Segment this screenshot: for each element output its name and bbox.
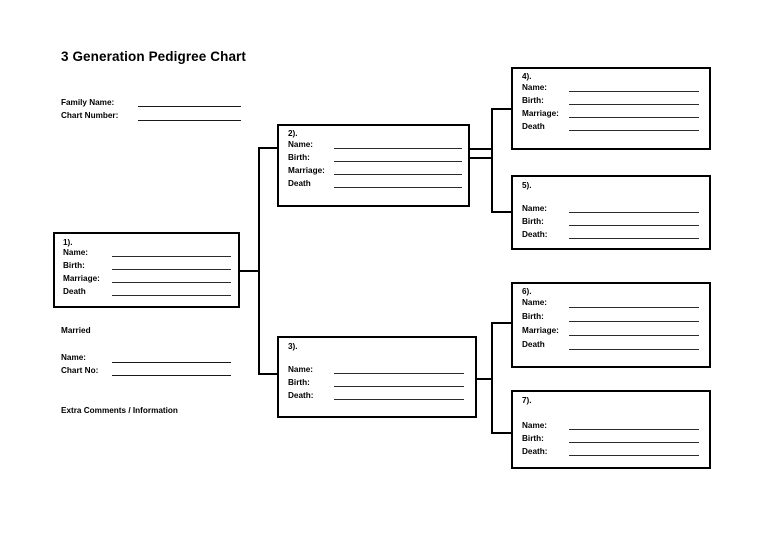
- person-box-6-number: 6).: [522, 287, 532, 296]
- header-field-chart-number-label: Chart Number:: [61, 111, 119, 120]
- person-box-6-input-death[interactable]: [569, 349, 699, 350]
- person-box-5-input-death[interactable]: [569, 238, 699, 239]
- person-box-4-input-marriage[interactable]: [569, 117, 699, 118]
- person-box-7-label-name: Name:: [522, 421, 548, 430]
- person-box-3-label-name: Name:: [288, 365, 314, 374]
- person-box-3-label-birth: Birth:: [288, 378, 310, 387]
- spouse-field-name-input[interactable]: [112, 362, 231, 363]
- spouse-field-chart-no-input[interactable]: [112, 375, 231, 376]
- person-box-1-label-marriage: Marriage:: [63, 274, 100, 283]
- person-box-6-label-name: Name:: [522, 298, 548, 307]
- connector-from-box-3: [477, 378, 493, 380]
- person-box-4-input-death[interactable]: [569, 130, 699, 131]
- person-box-7-label-death: Death:: [522, 447, 548, 456]
- person-box-6-input-birth[interactable]: [569, 321, 699, 322]
- person-box-7-input-birth[interactable]: [569, 442, 699, 443]
- person-box-1-label-death: Death: [63, 287, 86, 296]
- person-box-2-label-death: Death: [288, 179, 311, 188]
- connector-from-box-2-upper: [470, 148, 492, 150]
- person-box-5-input-birth[interactable]: [569, 225, 699, 226]
- person-box-6[interactable]: 6). Name: Birth: Marriage: Death: [511, 282, 711, 368]
- person-box-6-input-name[interactable]: [569, 307, 699, 308]
- person-box-3-label-death: Death:: [288, 391, 314, 400]
- person-box-2-label-name: Name:: [288, 140, 314, 149]
- person-box-1-input-name[interactable]: [112, 256, 231, 257]
- person-box-6-input-marriage[interactable]: [569, 335, 699, 336]
- person-box-3-number: 3).: [288, 342, 298, 351]
- connector-spine-gen2: [258, 147, 260, 374]
- person-box-6-label-birth: Birth:: [522, 312, 544, 321]
- person-box-1[interactable]: 1). Name: Birth: Marriage: Death: [53, 232, 240, 308]
- person-box-7[interactable]: 7). Name: Birth: Death:: [511, 390, 711, 469]
- person-box-7-input-name[interactable]: [569, 429, 699, 430]
- person-box-2-input-birth[interactable]: [334, 161, 462, 162]
- person-box-3-input-name[interactable]: [334, 373, 464, 374]
- person-box-4-input-birth[interactable]: [569, 104, 699, 105]
- person-box-4-label-death: Death: [522, 122, 545, 131]
- header-field-chart-number-input[interactable]: [138, 120, 241, 121]
- person-box-2-label-birth: Birth:: [288, 153, 310, 162]
- connector-spine-box3: [491, 322, 493, 433]
- person-box-1-label-birth: Birth:: [63, 261, 85, 270]
- connector-to-box-7: [491, 432, 512, 434]
- person-box-5-input-name[interactable]: [569, 212, 699, 213]
- extra-comments-label: Extra Comments / Information: [61, 406, 178, 415]
- spouse-field-name-label: Name:: [61, 353, 87, 362]
- person-box-5-label-name: Name:: [522, 204, 548, 213]
- header-field-family-name-input[interactable]: [138, 106, 241, 107]
- spouse-field-chart-no-label: Chart No:: [61, 366, 99, 375]
- connector-spine-box2: [491, 108, 493, 212]
- header-field-family-name-label: Family Name:: [61, 98, 115, 107]
- connector-from-box-2-lower: [470, 157, 492, 159]
- connector-to-box-5: [491, 211, 512, 213]
- person-box-2-number: 2).: [288, 129, 298, 138]
- person-box-3[interactable]: 3). Name: Birth: Death:: [277, 336, 477, 418]
- person-box-1-label-name: Name:: [63, 248, 89, 257]
- person-box-4-input-name[interactable]: [569, 91, 699, 92]
- person-box-2-input-name[interactable]: [334, 148, 462, 149]
- person-box-2-label-marriage: Marriage:: [288, 166, 325, 175]
- person-box-6-label-death: Death: [522, 340, 545, 349]
- person-box-2-input-death[interactable]: [334, 187, 462, 188]
- person-box-4[interactable]: 4). Name: Birth: Marriage: Death: [511, 67, 711, 150]
- person-box-2-input-marriage[interactable]: [334, 174, 462, 175]
- person-box-3-input-birth[interactable]: [334, 386, 464, 387]
- person-box-2[interactable]: 2). Name: Birth: Marriage: Death: [277, 124, 470, 207]
- person-box-1-input-birth[interactable]: [112, 269, 231, 270]
- person-box-7-label-birth: Birth:: [522, 434, 544, 443]
- person-box-7-input-death[interactable]: [569, 455, 699, 456]
- person-box-5-label-death: Death:: [522, 230, 548, 239]
- person-box-5-label-birth: Birth:: [522, 217, 544, 226]
- person-box-4-number: 4).: [522, 72, 532, 81]
- connector-to-box-6: [491, 322, 512, 324]
- person-box-4-label-marriage: Marriage:: [522, 109, 559, 118]
- connector-to-box-4: [491, 108, 512, 110]
- person-box-5-number: 5).: [522, 181, 532, 190]
- connector-to-box-2: [258, 147, 278, 149]
- person-box-4-label-birth: Birth:: [522, 96, 544, 105]
- person-box-5[interactable]: 5). Name: Birth: Death:: [511, 175, 711, 250]
- person-box-1-number: 1).: [63, 238, 73, 247]
- connector-from-box-1: [240, 270, 259, 272]
- person-box-3-input-death[interactable]: [334, 399, 464, 400]
- connector-to-box-3: [258, 373, 278, 375]
- page-title: 3 Generation Pedigree Chart: [61, 49, 247, 64]
- person-box-1-input-marriage[interactable]: [112, 282, 231, 283]
- person-box-6-label-marriage: Marriage:: [522, 326, 559, 335]
- person-box-4-label-name: Name:: [522, 83, 548, 92]
- person-box-1-input-death[interactable]: [112, 295, 231, 296]
- person-box-7-number: 7).: [522, 396, 532, 405]
- married-label: Married: [61, 326, 91, 335]
